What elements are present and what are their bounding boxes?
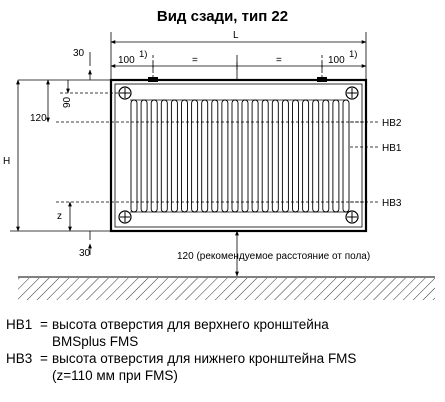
footnote-left: 1) <box>139 49 147 60</box>
radiator-fin <box>342 99 350 213</box>
marker-hb3: HB3 <box>382 198 402 209</box>
legend-key: HB3 <box>6 351 33 366</box>
radiator-fin <box>241 99 249 213</box>
radiator-fin <box>322 99 330 213</box>
radiator-fin <box>201 99 209 213</box>
marker-hb1: HB1 <box>382 143 402 154</box>
connection-bottom-right <box>345 210 359 224</box>
radiator-fin <box>302 99 310 213</box>
dim-30-bottom: 30 <box>79 248 91 259</box>
top-dimensions <box>110 32 367 80</box>
floor-hatching <box>18 276 435 300</box>
legend-item-hb3: HB3 = высота отверстия для нижнего кронш… <box>6 350 442 367</box>
dim-30-top: 30 <box>73 48 85 59</box>
dim-eq-left: = <box>192 55 198 66</box>
legend-eq: = <box>40 351 48 366</box>
dim-L: L <box>233 30 239 41</box>
legend-text: высота отверстия для нижнего кронштейна … <box>52 351 357 366</box>
radiator-fin <box>251 99 259 213</box>
dim-eq-right: = <box>276 55 282 66</box>
radiator-fin <box>160 99 168 213</box>
legend-key: HB1 <box>6 317 33 332</box>
radiator-fin <box>191 99 199 213</box>
radiator-fin <box>221 99 229 213</box>
radiator-panel <box>109 78 368 233</box>
legend-eq: = <box>40 317 48 332</box>
radiator-fin <box>140 99 148 213</box>
footnote-right: 1) <box>349 49 357 60</box>
radiator-fin <box>211 99 219 213</box>
radiator-fin <box>271 99 279 213</box>
dim-100-left: 100 <box>118 55 135 66</box>
radiator-fins <box>130 99 350 213</box>
legend: HB1 = высота отверстия для верхнего крон… <box>6 316 442 384</box>
radiator-fin <box>281 99 289 213</box>
legend-text-cont: (z=110 мм при FMS) <box>52 368 178 383</box>
radiator-fin <box>130 99 138 213</box>
legend-item-hb1: HB1 = высота отверстия для верхнего крон… <box>6 316 442 333</box>
radiator-fin <box>312 99 320 213</box>
connection-top-right <box>345 86 359 100</box>
connection-bottom-left <box>118 210 132 224</box>
radiator-fin <box>181 99 188 213</box>
radiator-fin <box>231 99 239 213</box>
dim-z: z <box>57 211 62 222</box>
dim-H: H <box>3 156 10 167</box>
connection-top-left <box>118 86 132 100</box>
top-hook-left <box>148 77 158 82</box>
radiator-fin <box>332 99 340 213</box>
dim-90: 90 <box>62 96 73 108</box>
legend-text: высота отверстия для верхнего кронштейна <box>52 317 329 332</box>
left-dimensions <box>10 52 366 255</box>
radiator-fin <box>150 99 158 213</box>
dim-120: 120 <box>30 113 47 124</box>
dim-100-right: 100 <box>328 55 345 66</box>
radiator-fin <box>170 99 178 213</box>
legend-text-cont: BMSplus FMS <box>52 334 139 349</box>
top-hook-right <box>317 77 327 82</box>
radiator-fin <box>292 99 299 213</box>
marker-hb2: HB2 <box>382 118 402 129</box>
radiator-fin <box>261 99 269 213</box>
diagram-title: Вид сзади, тип 22 <box>156 8 289 25</box>
floor-distance-note: 120 (рекомендуемое расстояние от пола) <box>177 251 370 262</box>
